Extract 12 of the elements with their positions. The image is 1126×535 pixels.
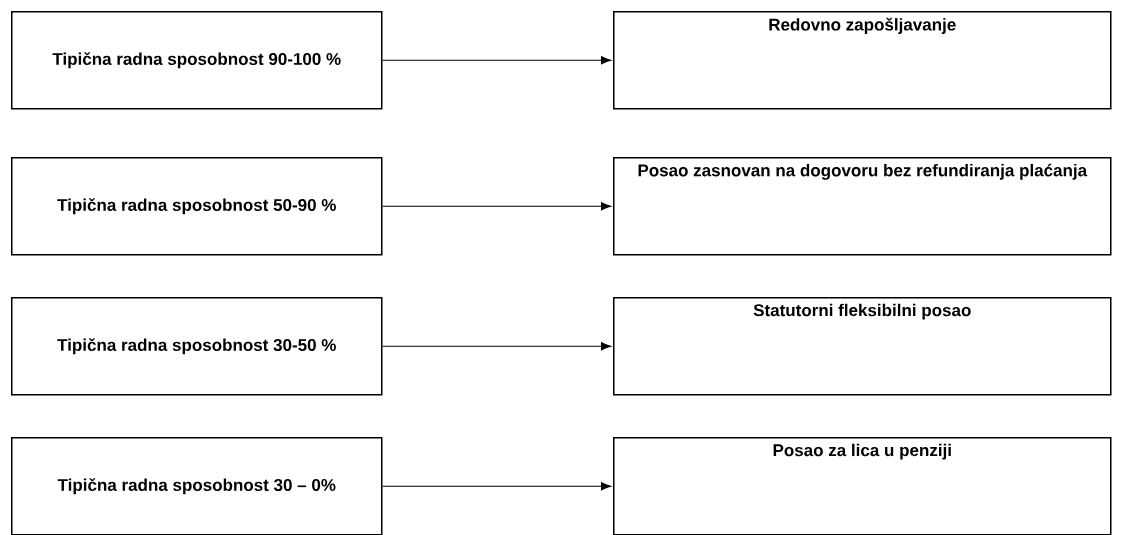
arrow: [381, 342, 612, 351]
arrow: [381, 56, 612, 65]
employment-box: Redovno zapošljavanje: [613, 11, 1112, 110]
capacity-box: Tipična radna sposobnost 30 – 0%: [11, 437, 383, 535]
arrow: [381, 482, 612, 491]
employment-box: Posao za lica u penziji: [613, 437, 1112, 535]
capacity-box: Tipična radna sposobnost 30-50 %: [11, 297, 383, 396]
capacity-box: Tipična radna sposobnost 50-90 %: [11, 157, 383, 256]
employment-box: Posao zasnovan na dogovoru bez refundiranja plaćanja: [613, 157, 1112, 256]
arrow: [381, 202, 612, 211]
capacity-box: Tipična radna sposobnost 90-100 %: [11, 11, 383, 110]
employment-box: Statutorni fleksibilni posao: [613, 297, 1112, 396]
